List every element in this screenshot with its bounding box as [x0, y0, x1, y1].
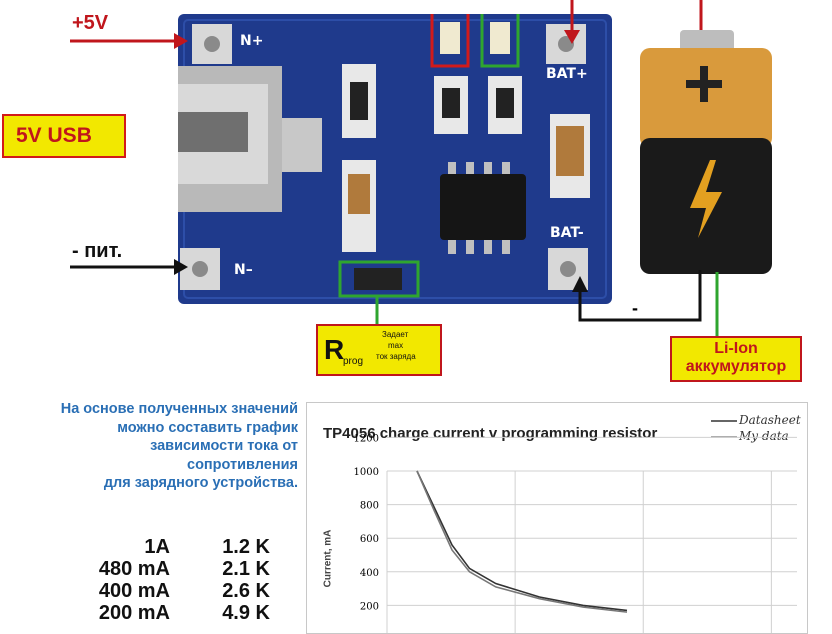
liion-label-box: Li-Ion аккумулятор	[670, 336, 802, 382]
chart-panel: TP4056 charge current v programming resi…	[306, 402, 808, 634]
minus-pit-arrow-icon	[70, 259, 188, 275]
current-value: 480 mA	[98, 558, 170, 580]
plus5v-arrow-icon	[70, 33, 188, 49]
pad-label-n-minus: N–	[234, 262, 253, 278]
chart-plot: 1200 1000 800 600 400 200	[354, 433, 797, 633]
y-tick-label: 1200	[354, 433, 379, 444]
liion-connector-icon	[715, 272, 719, 338]
battery-minus-wire-icon	[572, 270, 702, 322]
description-line: для зарядного устройства.	[103, 475, 298, 491]
rprog-sub: prog	[343, 356, 364, 367]
liion-line1: Li-Ion	[714, 340, 758, 357]
plus5v-label: +5V	[72, 12, 109, 34]
current-value: 400 mA	[98, 580, 170, 602]
resistance-value: 4.9 K	[222, 602, 270, 624]
table-row: 480 mA 2.1 K	[80, 558, 270, 580]
current-value: 200 mA	[98, 602, 170, 624]
description-text: На основе полученных значений можно сост…	[8, 400, 298, 493]
description-line: На основе полученных значений	[60, 401, 298, 417]
table-row: 1A 1.2 K	[80, 536, 270, 558]
rprog-note-line3: ток заряда	[376, 352, 416, 361]
minus-sign: -	[632, 298, 638, 318]
rprog-note-line1: Задает	[382, 330, 409, 339]
y-tick-label: 1000	[354, 467, 379, 478]
resistance-value: 2.6 K	[222, 580, 270, 602]
description-line: можно составить график	[117, 419, 298, 436]
description-line: зависимости тока от	[150, 438, 298, 454]
battery-icon	[640, 30, 772, 274]
current-value: 1A	[144, 536, 170, 558]
rprog-note-line2: max	[388, 341, 404, 350]
description-line: сопротивления	[187, 456, 298, 473]
resistance-value: 1.2 K	[222, 536, 270, 558]
table-row: 400 mA 2.6 K	[80, 580, 270, 602]
rprog-connector-icon	[375, 296, 379, 326]
legend-my-data: My data	[739, 429, 789, 443]
minus-pit-label: - пит.	[72, 240, 123, 262]
battery-plus-wire-icon	[699, 0, 703, 34]
liion-line2: аккумулятор	[685, 358, 787, 375]
tp4056-board	[178, 14, 612, 304]
table-row: 200 mA 4.9 K	[80, 602, 270, 624]
resistor-table: 1A 1.2 K 480 mA 2.1 K 400 mA 2.6 K 200 m…	[80, 536, 270, 624]
resistance-value: 2.1 K	[222, 558, 270, 580]
series-line-0	[416, 470, 628, 612]
bat-plus-arrow-icon	[564, 0, 580, 44]
legend-datasheet: Datasheet	[739, 413, 801, 427]
pad-label-bat-minus: BAT-	[550, 225, 584, 241]
y-tick-label: 800	[360, 501, 379, 512]
pad-label-bat-plus: BAT+	[546, 66, 588, 82]
rprog-label-box: R prog Задает max ток заряда	[316, 324, 442, 376]
usb-label-box: 5V USB	[2, 114, 126, 158]
pad-label-n-plus: N+	[240, 33, 264, 49]
series-line-1	[416, 470, 628, 613]
y-tick-label: 200	[360, 601, 379, 612]
usb-label: 5V USB	[16, 124, 92, 147]
y-tick-label: 600	[360, 534, 379, 545]
y-tick-label: 400	[360, 568, 379, 579]
rprog-r: R	[324, 334, 345, 365]
